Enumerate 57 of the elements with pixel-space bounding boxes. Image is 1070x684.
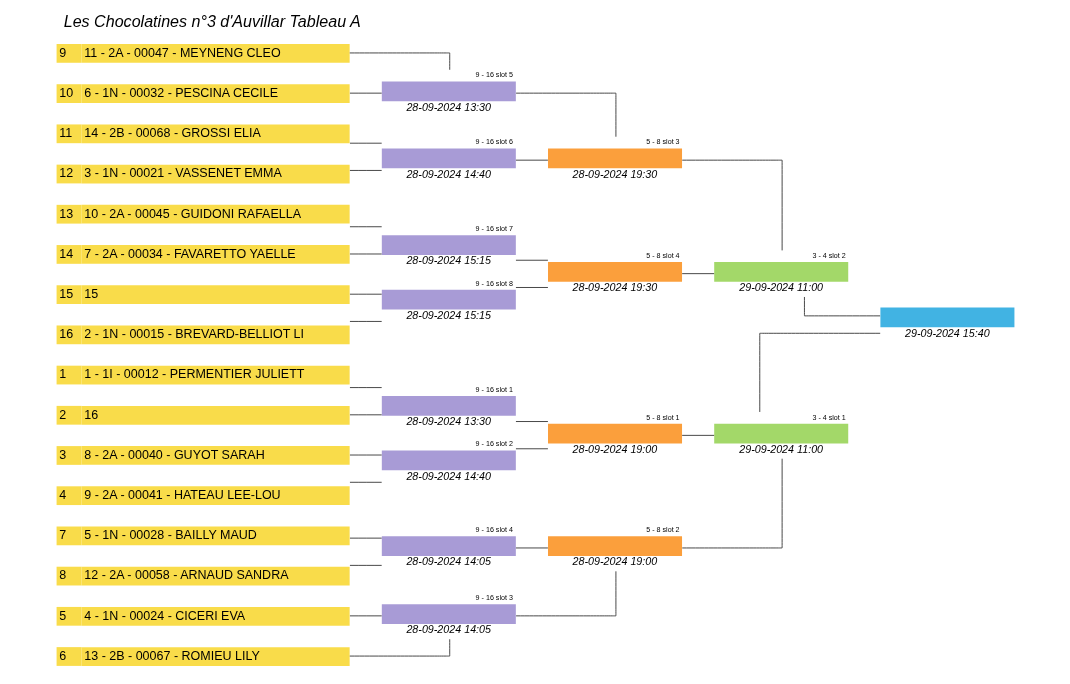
node-box bbox=[713, 262, 848, 282]
connector bbox=[349, 481, 382, 483]
node-box bbox=[381, 536, 516, 556]
node-box bbox=[381, 450, 516, 471]
connector bbox=[681, 434, 715, 436]
node-label: 29-09-2024 11:00 bbox=[738, 281, 823, 294]
node-label: 28-09-2024 15:15 bbox=[405, 308, 491, 321]
node-label: 28-09-2024 13:30 bbox=[405, 415, 491, 428]
node-label: 28-09-2024 19:30 bbox=[572, 281, 657, 294]
node-box bbox=[381, 148, 516, 169]
node-label: 28-09-2024 19:30 bbox=[572, 167, 657, 180]
node-label: 28-09-2024 19:00 bbox=[572, 442, 657, 455]
connector bbox=[349, 564, 382, 566]
connector bbox=[515, 92, 616, 138]
connector bbox=[349, 414, 382, 416]
node-box bbox=[547, 148, 682, 169]
node-label: 29-09-2024 15:40 bbox=[904, 326, 990, 339]
node-label: 28-09-2024 15:15 bbox=[405, 254, 491, 267]
connector bbox=[515, 259, 548, 261]
connector bbox=[681, 458, 783, 549]
connector bbox=[349, 170, 382, 171]
connector bbox=[348, 52, 450, 71]
connector bbox=[515, 570, 616, 617]
node-label: 28-09-2024 19:00 bbox=[572, 555, 657, 568]
diagram-title: Les Chocolatines n°3 d'Auvillar Tableau A bbox=[63, 12, 361, 31]
connector bbox=[515, 421, 548, 422]
connector bbox=[515, 448, 548, 450]
connector bbox=[349, 92, 382, 94]
node-box bbox=[879, 307, 1014, 328]
connector bbox=[349, 226, 382, 228]
connector bbox=[681, 273, 715, 275]
connector bbox=[515, 159, 548, 161]
node-label: 29-09-2024 11:00 bbox=[738, 442, 823, 455]
node-box bbox=[713, 423, 848, 444]
node-box bbox=[381, 81, 516, 102]
node-box bbox=[381, 289, 516, 310]
connector bbox=[803, 296, 881, 317]
connector bbox=[349, 615, 382, 617]
node-box bbox=[381, 604, 516, 624]
node-box bbox=[547, 262, 682, 282]
node-box bbox=[381, 235, 516, 255]
node-label: 28-09-2024 14:05 bbox=[405, 623, 491, 636]
node-label: 28-09-2024 13:30 bbox=[405, 100, 491, 113]
connector bbox=[349, 387, 382, 388]
node-label: 28-09-2024 14:40 bbox=[405, 167, 491, 180]
node-box bbox=[547, 536, 682, 556]
connector bbox=[515, 287, 548, 288]
node-box bbox=[547, 423, 682, 444]
connector bbox=[348, 638, 450, 657]
connector bbox=[349, 293, 382, 295]
node-box bbox=[381, 396, 516, 416]
connector bbox=[681, 159, 783, 251]
node-label: 28-09-2024 14:40 bbox=[405, 469, 491, 482]
node-label: 28-09-2024 14:05 bbox=[405, 555, 491, 568]
connector bbox=[349, 142, 382, 144]
connector bbox=[349, 321, 382, 322]
connector bbox=[758, 332, 881, 413]
